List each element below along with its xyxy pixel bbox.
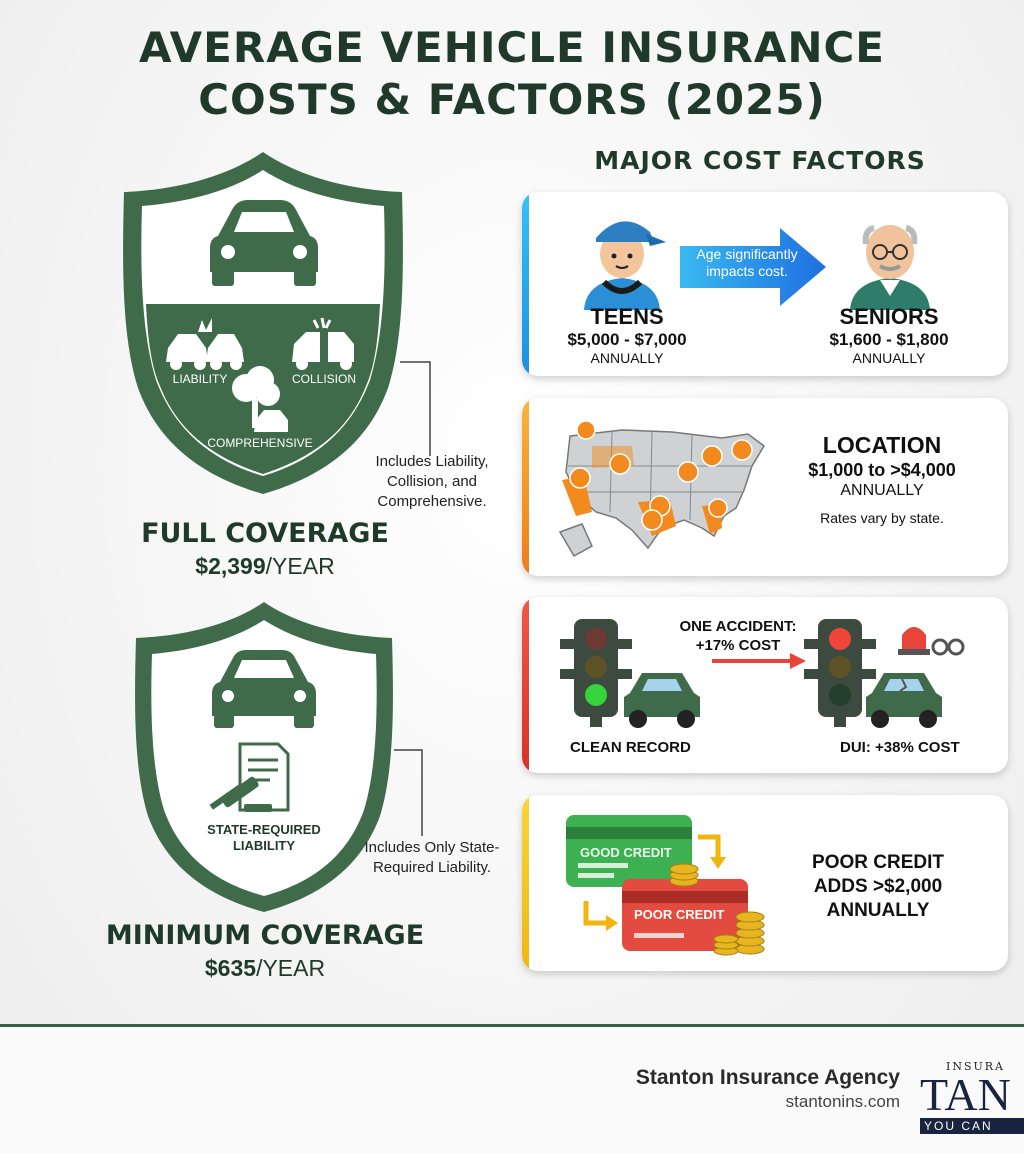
age-arrow-text: Age significantly impacts cost. — [682, 246, 812, 280]
crashed-car-icon — [866, 673, 942, 728]
accident-arrow-icon — [712, 653, 806, 669]
liability-badge-label: LIABILITY — [172, 372, 228, 386]
title-line-1: AVERAGE VEHICLE INSURANCE — [139, 23, 885, 72]
location-factor-card: LOCATION $1,000 to >$4,000 ANNUALLY Rate… — [522, 398, 1008, 576]
location-card-stripe — [522, 398, 529, 576]
comprehensive-badge-label: COMPREHENSIVE — [207, 436, 313, 450]
dui-label: DUI: +38% COST — [840, 739, 960, 756]
minimum-coverage-label: MINIMUM COVERAGE — [105, 920, 425, 951]
full-coverage-price: $2,399/YEAR — [100, 553, 430, 580]
handcuffs-icon — [931, 638, 965, 656]
full-coverage-label: FULL COVERAGE — [141, 518, 389, 549]
teens-label: TEENS — [590, 304, 664, 329]
siren-icon — [898, 627, 930, 655]
logo-bottom-text: YOU CAN — [920, 1118, 1024, 1134]
full-coverage-connector — [400, 361, 431, 456]
state-required-badge-line1: STATE-REQUIRED — [207, 822, 321, 837]
full-coverage-price-value: $2,399 — [195, 553, 266, 579]
age-arrow-text-line2: impacts cost. — [706, 263, 788, 279]
title-line-2: COSTS & FACTORS (2025) — [198, 75, 826, 124]
clean-car-icon — [624, 673, 700, 728]
credit-card-stripe — [522, 795, 529, 971]
accident-text: ONE ACCIDENT: +17% COST — [668, 617, 808, 655]
footer-background — [0, 1027, 1024, 1154]
minimum-coverage-price: $635/YEAR — [90, 955, 440, 982]
agency-logo: INSURA TAN YOU CAN — [918, 1058, 1024, 1138]
minimum-coverage-note: Includes Only State-Required Liability. — [364, 839, 500, 876]
age-card-stripe — [522, 192, 529, 376]
us-map-icon — [558, 420, 765, 558]
driving-record-card: ONE ACCIDENT: +17% COST CLEAN RECORD DUI… — [522, 597, 1008, 773]
full-coverage-shield-icon — [123, 152, 403, 494]
traffic-light-red-icon — [804, 619, 876, 727]
full-coverage-price-unit: /YEAR — [265, 553, 335, 579]
seniors-label: SENIORS — [839, 304, 939, 329]
logo-mid-text: TAN — [920, 1069, 1011, 1120]
minimum-coverage-shield-icon — [135, 602, 393, 912]
full-coverage-note: Includes Liability, Collision, and Compr… — [375, 453, 489, 510]
age-arrow-icon — [680, 228, 826, 306]
footer-divider — [0, 1024, 1024, 1027]
credit-factor-card: GOOD CREDIT POOR CREDIT POOR CREDIT ADDS… — [522, 795, 1008, 971]
good-credit-card-label: GOOD CREDIT — [580, 845, 672, 860]
location-range: $1,000 to >$4,000 — [808, 460, 956, 480]
credit-cards-icon — [566, 815, 765, 956]
credit-statement: POOR CREDIT ADDS >$2,000 ANNUALLY — [778, 851, 978, 923]
traffic-light-green-icon — [560, 619, 632, 727]
page-title: AVERAGE VEHICLE INSURANCE COSTS & FACTOR… — [0, 22, 1024, 126]
credit-statement-line2: ADDS >$2,000 — [813, 876, 943, 897]
seniors-range: $1,600 - $1,800 — [829, 330, 949, 349]
teens-range: $5,000 - $7,000 — [567, 330, 687, 349]
minimum-coverage-price-value: $635 — [204, 955, 257, 981]
teens-period: ANNUALLY — [590, 350, 664, 366]
agency-name: Stanton Insurance Agency — [635, 1066, 900, 1089]
collision-badge-label: COLLISION — [291, 372, 357, 386]
poor-credit-card-label: POOR CREDIT — [634, 907, 725, 922]
accident-text-line1: ONE ACCIDENT: — [679, 618, 797, 635]
minimum-coverage-price-unit: /YEAR — [256, 955, 326, 981]
teen-avatar-icon — [584, 221, 666, 310]
location-note: Rates vary by state. — [820, 510, 944, 526]
credit-statement-line1: POOR CREDIT — [812, 852, 944, 873]
location-label: LOCATION — [822, 432, 942, 458]
minimum-coverage-connector — [394, 749, 423, 836]
senior-avatar-icon — [850, 225, 930, 310]
state-required-badge-line2: LIABILITY — [232, 838, 296, 853]
age-arrow-text-line1: Age significantly — [696, 246, 798, 262]
logo-top-text: INSURA — [946, 1060, 1006, 1073]
major-cost-factors-heading: MAJOR COST FACTORS — [594, 146, 926, 175]
seniors-period: ANNUALLY — [852, 350, 926, 366]
clean-record-label: CLEAN RECORD — [570, 739, 691, 756]
accident-text-line2: +17% COST — [695, 637, 781, 654]
credit-statement-line3: ANNUALLY — [826, 900, 930, 921]
driving-card-stripe — [522, 597, 529, 773]
agency-url-link[interactable]: stantonins.com — [785, 1092, 900, 1111]
location-period: ANNUALLY — [840, 482, 924, 499]
age-factor-card: Age significantly impacts cost. TEENS $5… — [522, 192, 1008, 376]
